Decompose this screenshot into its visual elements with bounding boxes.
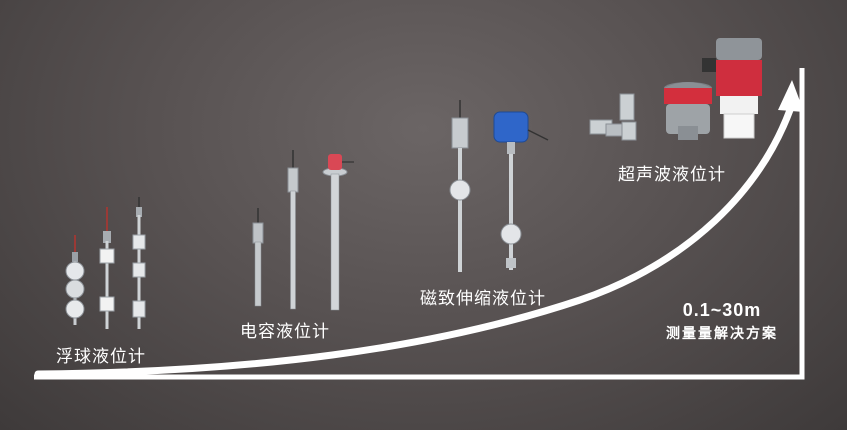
category-label-magnetostrictive: 磁致伸缩液位计 [420,289,546,309]
category-label-capacitive: 电容液位计 [240,322,330,342]
ultrasonic-gauge-image [589,38,762,141]
range-caption: 测量量解决方案 [666,325,778,341]
capacitive-gauge-image [252,150,354,311]
magnetostrictive-gauge-image [449,100,549,272]
category-label-ultrasonic: 超声波液位计 [618,165,726,185]
range-value: 0.1~30m [682,300,762,320]
category-label-float: 浮球液位计 [56,347,146,367]
range-callout: 0.1~30m 测量量解决方案 [652,300,792,343]
float-gauge-image [65,197,146,329]
arrow-head-icon [778,80,804,112]
